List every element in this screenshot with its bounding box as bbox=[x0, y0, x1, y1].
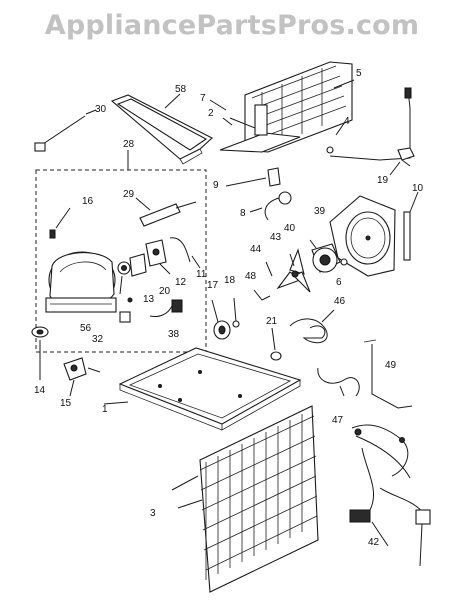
part-40-fan-motor bbox=[309, 239, 341, 273]
part-39-fan-shroud bbox=[329, 195, 396, 277]
watermark: AppliancePartsPros.com bbox=[44, 10, 420, 41]
part-47-tube bbox=[317, 367, 360, 397]
part-29-filter bbox=[135, 197, 197, 227]
part-18-bolt bbox=[232, 297, 240, 328]
part-11-lead bbox=[169, 237, 201, 269]
callout-10: 10 bbox=[412, 183, 424, 194]
part-14-grommet bbox=[31, 326, 49, 380]
part-13-overload bbox=[117, 261, 131, 295]
callout-19: 19 bbox=[377, 175, 389, 186]
part-15-valve bbox=[63, 357, 101, 397]
callout-48: 48 bbox=[245, 271, 257, 282]
part-6-nut bbox=[340, 258, 348, 266]
callout-14: 14 bbox=[34, 385, 46, 396]
part-4-wire bbox=[326, 87, 412, 161]
callout-30: 30 bbox=[95, 104, 107, 115]
part-56-pin bbox=[127, 297, 133, 303]
callout-1: 1 bbox=[102, 404, 108, 415]
callouts: 30 58 7 2 5 4 19 10 28 29 9 8 39 16 40 4… bbox=[34, 68, 424, 548]
callout-17: 17 bbox=[207, 280, 219, 291]
callout-40: 40 bbox=[284, 223, 296, 234]
callout-7: 7 bbox=[200, 93, 206, 104]
part-48-bracket bbox=[253, 289, 271, 301]
callout-11: 11 bbox=[196, 269, 207, 280]
callout-3: 3 bbox=[150, 508, 156, 519]
callout-39: 39 bbox=[314, 206, 326, 217]
part-17-roller bbox=[211, 299, 231, 340]
callout-32: 32 bbox=[92, 334, 104, 345]
callout-44: 44 bbox=[250, 244, 262, 255]
part-12-relay bbox=[145, 239, 171, 275]
part-1-base-pan bbox=[103, 347, 302, 431]
callout-29: 29 bbox=[123, 189, 135, 200]
callout-6: 6 bbox=[336, 277, 342, 288]
part-43-fan-blade bbox=[276, 248, 311, 293]
part-42-wire-harness bbox=[349, 424, 431, 567]
part-38-capacitor bbox=[149, 299, 183, 317]
callout-18: 18 bbox=[224, 275, 236, 286]
callout-47: 47 bbox=[332, 415, 344, 426]
callout-12: 12 bbox=[175, 277, 187, 288]
part-3-condenser bbox=[171, 405, 319, 593]
callout-15: 15 bbox=[60, 398, 72, 409]
callout-16: 16 bbox=[82, 196, 94, 207]
callout-43: 43 bbox=[270, 232, 282, 243]
part-46-coil bbox=[289, 309, 335, 344]
callout-9: 9 bbox=[213, 180, 219, 191]
part-44-screw bbox=[265, 261, 273, 277]
callout-21: 21 bbox=[266, 316, 278, 327]
part-30-fitting bbox=[34, 109, 97, 152]
callout-38: 38 bbox=[168, 329, 180, 340]
callout-5: 5 bbox=[356, 68, 362, 79]
part-21-grommet bbox=[270, 327, 282, 361]
part-9-bracket bbox=[225, 167, 281, 187]
callout-2: 2 bbox=[208, 108, 214, 119]
part-49-pipe bbox=[363, 339, 413, 409]
callout-42: 42 bbox=[368, 537, 380, 548]
part-20-cover bbox=[129, 253, 147, 277]
part-16-screw bbox=[49, 207, 71, 239]
part-19-clip bbox=[389, 147, 415, 176]
callout-13: 13 bbox=[143, 294, 155, 305]
callout-58: 58 bbox=[175, 84, 187, 95]
callout-28: 28 bbox=[123, 139, 135, 150]
callout-49: 49 bbox=[385, 360, 397, 371]
callout-20: 20 bbox=[159, 286, 171, 297]
part-10-tube bbox=[403, 191, 419, 261]
callout-46: 46 bbox=[334, 296, 346, 307]
part-32-terminal bbox=[119, 311, 131, 323]
callout-4: 4 bbox=[344, 116, 350, 127]
callout-56: 56 bbox=[80, 323, 92, 334]
compressor bbox=[45, 251, 117, 313]
part-5-evaporator-frame bbox=[209, 61, 355, 153]
part-58-tray bbox=[110, 93, 213, 165]
part-8-sensor bbox=[249, 191, 292, 221]
callout-8: 8 bbox=[240, 208, 246, 219]
